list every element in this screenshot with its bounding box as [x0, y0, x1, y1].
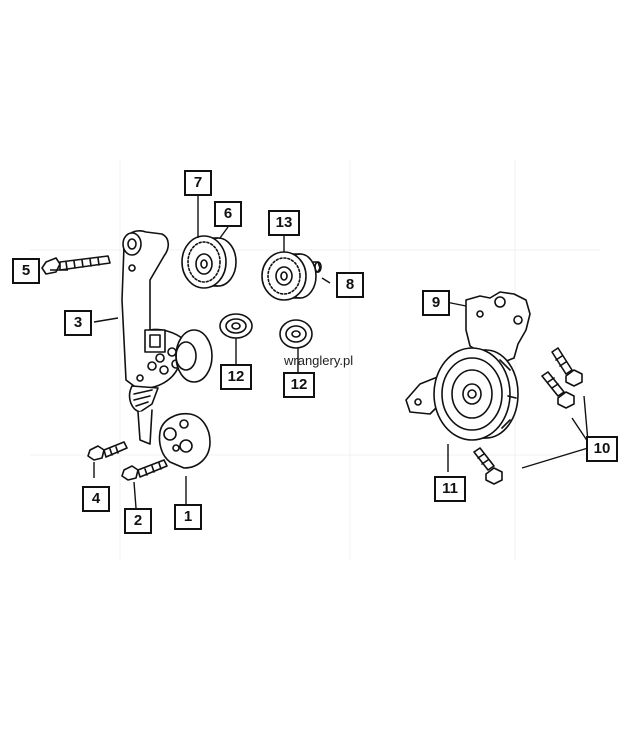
callout-1: 1 — [174, 504, 202, 530]
callout-9: 9 — [422, 290, 450, 316]
leader-lines — [50, 196, 589, 509]
tensioner-arm-3 — [121, 230, 213, 445]
dust-shield-12-right — [279, 319, 313, 349]
pulley-11 — [433, 347, 519, 441]
bolt-10-a — [551, 347, 583, 387]
callout-10: 10 — [586, 436, 618, 462]
bolt-10-c — [473, 447, 503, 485]
callout-5: 5 — [12, 258, 40, 284]
bolt-10-b — [541, 371, 575, 409]
idler-pulley-8-13 — [261, 251, 322, 301]
callout-7: 7 — [184, 170, 212, 196]
bracket-9 — [465, 291, 531, 363]
callout-12-left: 12 — [220, 364, 252, 390]
dust-shield-12-left — [219, 313, 253, 339]
callout-11: 11 — [434, 476, 466, 502]
bolt-5 — [41, 255, 111, 275]
callout-13: 13 — [268, 210, 300, 236]
callout-3: 3 — [64, 310, 92, 336]
bolt-4 — [87, 441, 128, 461]
bracket-1 — [158, 412, 211, 469]
watermark-text: wranglery.pl — [284, 353, 354, 368]
callout-2: 2 — [124, 508, 152, 534]
callout-12-right: 12 — [283, 372, 315, 398]
idler-pulley-6-7 — [181, 235, 237, 289]
callout-4: 4 — [82, 486, 110, 512]
callout-8: 8 — [336, 272, 364, 298]
bolt-2 — [121, 459, 168, 481]
callout-6: 6 — [214, 201, 242, 227]
